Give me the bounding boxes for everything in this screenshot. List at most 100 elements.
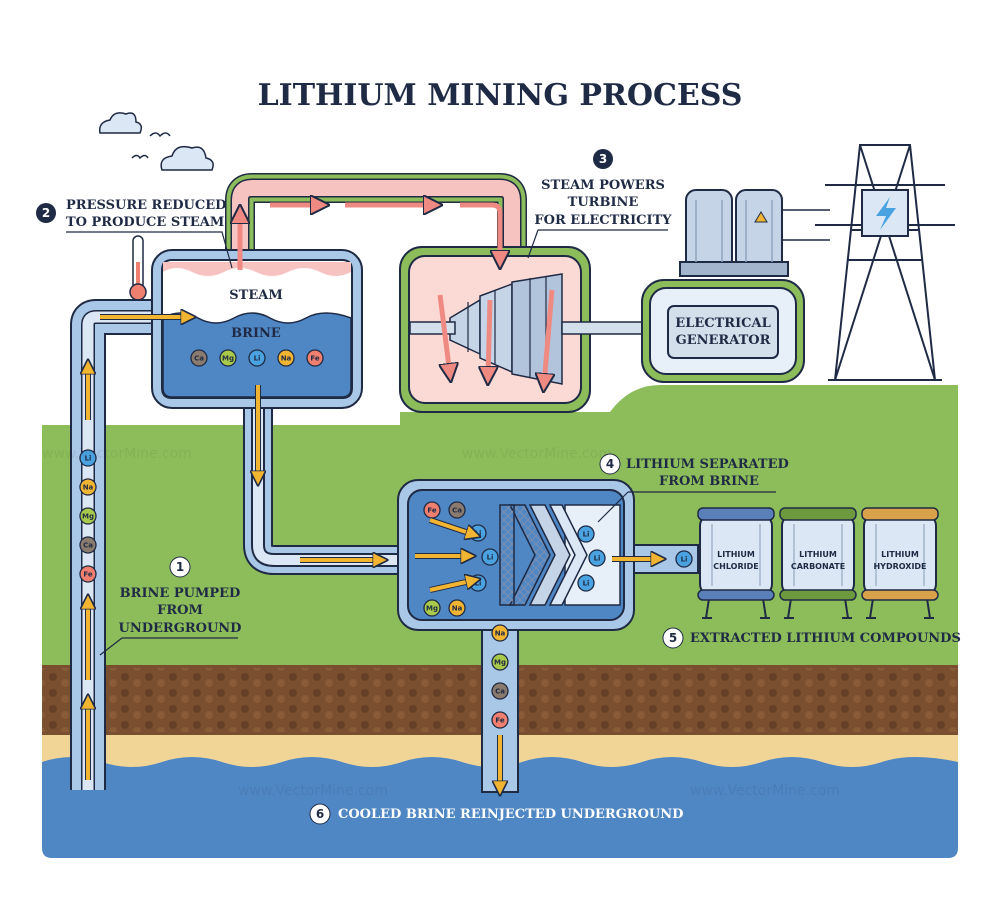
ion-label: Na xyxy=(281,355,292,363)
well-pipe xyxy=(70,299,200,790)
ion-li: Li xyxy=(588,549,606,567)
ion-ca: Ca xyxy=(491,682,509,700)
step-1-number: 1 xyxy=(176,560,184,574)
ion-li: Li xyxy=(577,525,595,543)
electrical-generator: ELECTRICAL GENERATOR xyxy=(641,279,805,383)
ion-na: Na xyxy=(79,478,97,496)
step-5-number: 5 xyxy=(669,631,677,645)
ion-mg: Mg xyxy=(79,507,97,525)
ion-ca: Ca xyxy=(448,501,466,519)
step-4-line: FROM BRINE xyxy=(659,474,759,489)
arrow-icon xyxy=(429,517,475,535)
transformer-icon xyxy=(679,189,830,277)
compound-label: CHLORIDE xyxy=(713,562,758,571)
membrane-icon xyxy=(499,504,588,606)
arrow-icon xyxy=(429,580,475,593)
ion-na: Na xyxy=(448,599,466,617)
cloud-icon xyxy=(98,112,143,134)
watermark-text: www.VectorMine.com xyxy=(238,783,388,799)
arrow-icon xyxy=(488,299,490,378)
ion-li: Li xyxy=(577,574,595,592)
step-1-line: UNDERGROUND xyxy=(119,621,242,636)
ion-mg: Mg xyxy=(491,653,509,671)
ion-li: Li xyxy=(481,548,499,566)
step-4-label: 4 LITHIUM SEPARATED FROM BRINE xyxy=(597,453,789,523)
steam-label: STEAM xyxy=(229,288,282,303)
compound-label: LITHIUM xyxy=(717,550,755,559)
compound-tank: LITHIUM CARBONATE xyxy=(779,507,857,619)
ion-label: Li xyxy=(487,554,494,562)
ion-ca: Ca xyxy=(190,349,208,367)
brine-label: BRINE xyxy=(231,326,281,341)
step-5-label: 5 EXTRACTED LITHIUM COMPOUNDS xyxy=(662,627,961,649)
ion-label: Li xyxy=(475,530,482,538)
ion-label: Fe xyxy=(495,717,504,725)
watermark-text: www.VectorMine.com xyxy=(462,446,612,462)
step-4-number: 4 xyxy=(606,457,614,471)
ion-fe: Fe xyxy=(491,711,509,729)
groundwater-layer xyxy=(42,757,958,858)
step-3-line: FOR ELECTRICITY xyxy=(534,213,672,228)
watermark-text: www.VectorMine.com xyxy=(690,783,840,799)
steam-brine-tank: STEAM BRINE Ca Mg Li Na Fe xyxy=(151,249,363,409)
ion-li: Li xyxy=(248,349,266,367)
step-1-label: 1 BRINE PUMPED FROM UNDERGROUND xyxy=(99,556,242,656)
ion-label: Ca xyxy=(495,688,505,696)
power-tower-icon xyxy=(815,144,955,381)
arrow-icon xyxy=(437,294,450,375)
bird-icon xyxy=(131,154,149,160)
compound-tanks: LITHIUM CHLORIDE LITHIUM CARBONATE LITHIUMHY… xyxy=(697,507,939,619)
brine-return-pipe xyxy=(243,400,404,575)
step-3-line: TURBINE xyxy=(568,195,639,210)
ion-fe: Fe xyxy=(306,349,324,367)
ion-label: Na xyxy=(495,630,506,638)
page-title: LITHIUM MINING PROCESS xyxy=(258,78,743,113)
ion-li: Li xyxy=(79,449,97,467)
ion-label: Li xyxy=(594,555,601,563)
step-6-line: COOLED BRINE REINJECTED UNDERGROUND xyxy=(338,807,683,822)
compound-label: CARBONATE xyxy=(791,562,845,571)
ion-label: Na xyxy=(83,484,94,492)
thermometer-icon xyxy=(129,235,147,301)
compound-label: LITHIUM xyxy=(881,550,919,559)
ion-ca: Ca xyxy=(79,536,97,554)
step-6-label: 6 COOLED BRINE REINJECTED UNDERGROUND xyxy=(309,803,683,825)
ion-label: Li xyxy=(254,355,261,363)
ion-fe: Fe xyxy=(423,501,441,519)
step-2-label: 2 PRESSURE REDUCED TO PRODUCE STEAM xyxy=(36,198,233,269)
step-5-line: EXTRACTED LITHIUM COMPOUNDS xyxy=(690,631,961,646)
ion-label: Mg xyxy=(82,513,94,521)
step-1-line: BRINE PUMPED xyxy=(120,586,241,601)
ion-label: Mg xyxy=(494,659,506,667)
step-3-label: 3 STEAM POWERS TURBINE FOR ELECTRICITY xyxy=(527,149,672,259)
generator-label: GENERATOR xyxy=(676,333,771,348)
ion-label: Li xyxy=(583,580,590,588)
ion-label: Li xyxy=(583,531,590,539)
flow-arrows xyxy=(88,317,660,790)
ion-label: Ca xyxy=(83,542,93,550)
ion-label: Fe xyxy=(427,507,436,515)
watermarks: www.VectorMine.com www.VectorMine.com ww… xyxy=(42,446,840,799)
ion-mg: Mg xyxy=(219,349,237,367)
arrow-icon xyxy=(460,202,500,262)
generator-label: ELECTRICAL xyxy=(675,316,770,331)
ion-label: Fe xyxy=(310,355,319,363)
step-2-number: 2 xyxy=(42,206,50,220)
compound-tank: LITHIUM CHLORIDE xyxy=(697,507,775,619)
ion-label: Na xyxy=(452,605,463,613)
ion-label: Ca xyxy=(194,355,204,363)
cloud-icon xyxy=(160,145,214,171)
compound-label: LITHIUM xyxy=(799,550,837,559)
sky-decor xyxy=(98,112,214,171)
ion-na: Na xyxy=(491,624,509,642)
ion-label: Mg xyxy=(426,605,438,613)
step-4-line: LITHIUM SEPARATED xyxy=(626,457,789,472)
tank-ions: Ca Mg Li Na Fe xyxy=(190,349,324,367)
ion-label: Fe xyxy=(83,571,92,579)
ion-label: Li xyxy=(85,455,92,463)
ion-label: Li xyxy=(681,556,688,564)
